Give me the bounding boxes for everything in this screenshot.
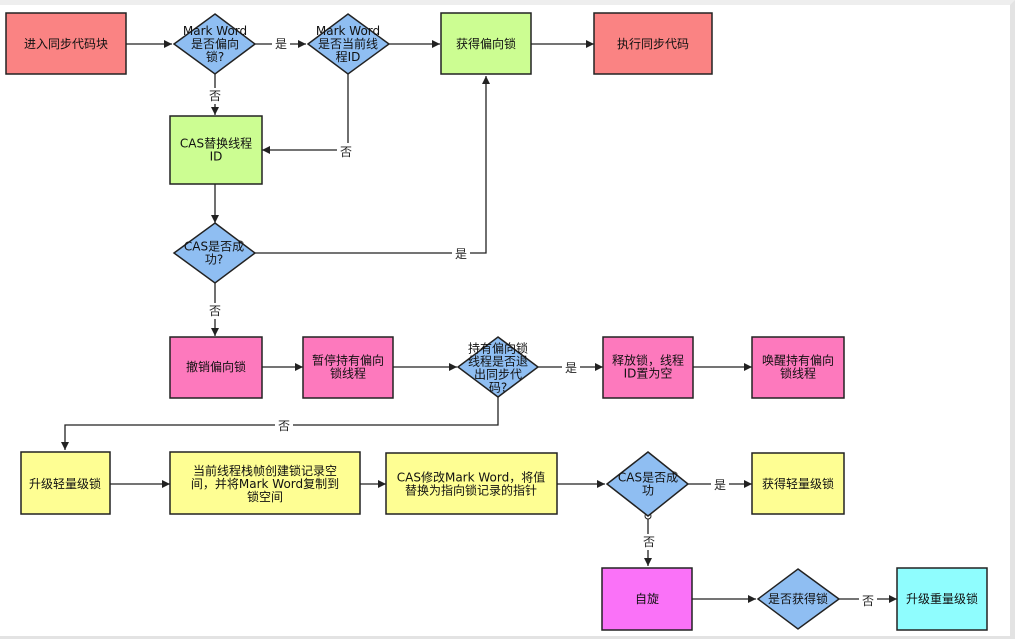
nodes	[5, 12, 988, 631]
label-line: 间，并将Mark Word复制到	[191, 477, 339, 491]
label-pause: 暂停持有偏向锁线程	[312, 353, 384, 381]
node-decision-thread-exited[interactable]	[456, 336, 540, 398]
edge-label-no-get: 否	[862, 594, 874, 608]
edge-label-yes-thread: 是	[275, 37, 287, 51]
label-line: CAS是否成	[618, 471, 678, 485]
label-line: 码?	[489, 381, 507, 395]
edge-label-yes-exit: 是	[565, 361, 577, 375]
label-spin: 自旋	[635, 592, 659, 606]
label-line: 线程是否退	[468, 354, 528, 369]
node-decision-current-thread[interactable]	[306, 13, 391, 75]
label-create-record: 当前线程栈帧创建锁记录空间，并将Mark Word复制到锁空间	[191, 463, 339, 504]
node-spin[interactable]	[601, 567, 693, 631]
label-line: 锁线程	[330, 366, 366, 381]
node-release-lock[interactable]	[602, 336, 694, 399]
label-line: 功?	[205, 253, 223, 267]
label-line: ID置为空	[624, 367, 673, 381]
label-line: 唤醒持有偏向	[762, 353, 834, 368]
label-line: 功	[642, 484, 654, 498]
label-get-biased: 获得偏向锁	[456, 36, 516, 51]
edge-qcas1-to-getbiased	[255, 76, 490, 254]
label-line: 进入同步代码块	[24, 37, 108, 51]
label-line: 执行同步代码	[617, 37, 689, 51]
node-pause-holding-thread[interactable]	[302, 336, 394, 399]
label-line: 程ID	[336, 49, 361, 64]
node-decision-got-lock[interactable]	[756, 568, 841, 630]
label-line: 锁线程	[780, 366, 816, 381]
label-line: 是否当前线	[318, 36, 378, 51]
node-cas-modify-mark-word[interactable]	[385, 452, 558, 515]
label-get-light: 获得轻量级锁	[762, 476, 834, 491]
edge-label-no-thread: 否	[340, 145, 352, 159]
label-line: 锁?	[206, 49, 224, 64]
label-enter: 进入同步代码块	[24, 37, 108, 51]
node-decision-cas1[interactable]	[172, 222, 257, 284]
label-line: CAS是否成	[184, 240, 244, 254]
label-q-cas2: CAS是否成功	[618, 471, 678, 498]
label-upgrade-light: 升级轻量级锁	[29, 476, 101, 491]
label-line: 释放锁，线程	[612, 353, 684, 368]
label-line: 升级重量级锁	[906, 591, 978, 606]
edge-thread-to-casreplace	[262, 73, 349, 154]
edge-label-yes-cas2: 是	[714, 478, 726, 492]
label-line: 自旋	[635, 592, 659, 606]
label-line: ID	[210, 150, 223, 164]
node-revoke-biased-lock[interactable]	[169, 336, 263, 399]
node-decision-biased[interactable]	[172, 13, 257, 75]
label-line: 获得轻量级锁	[762, 476, 834, 491]
edge-label-no-exit: 否	[278, 419, 290, 433]
label-line: 是否获得锁	[768, 591, 828, 606]
label-cas-modify: CAS修改Mark Word，将值替换为指向锁记录的指针	[397, 470, 545, 498]
edge-label-no-cas2: 否	[643, 535, 655, 549]
label-line: 当前线程栈帧创建锁记录空	[193, 463, 337, 478]
label-line: 替换为指向锁记录的指针	[405, 483, 537, 498]
label-line: 出同步代	[474, 368, 522, 382]
label-line: Mark Word	[183, 24, 247, 38]
label-line: 是否偏向	[191, 36, 239, 51]
label-upgrade-heavy: 升级重量级锁	[906, 591, 978, 606]
label-exec: 执行同步代码	[617, 37, 689, 51]
edge-label-no-biased: 否	[209, 89, 221, 103]
label-line: CAS替换线程	[180, 136, 252, 151]
label-q-get: 是否获得锁	[768, 591, 828, 606]
label-line: 锁空间	[247, 489, 283, 504]
edge-labels: 是 否 否 是 否 是 否 是 否 否	[206, 35, 877, 608]
label-revoke: 撤销偏向锁	[186, 359, 246, 374]
label-line: 获得偏向锁	[456, 36, 516, 51]
label-q-cas1: CAS是否成功?	[184, 240, 244, 267]
node-enter-sync-block[interactable]	[5, 12, 127, 75]
node-get-biased-lock[interactable]	[440, 12, 532, 75]
node-create-lock-record[interactable]	[169, 451, 361, 515]
edge-label-no-cas1: 否	[209, 304, 221, 318]
node-wake-holding-thread[interactable]	[751, 336, 845, 399]
label-line: CAS修改Mark Word，将值	[397, 470, 545, 485]
node-exec-sync-code[interactable]	[593, 12, 713, 75]
label-line: 持有偏向锁	[468, 341, 528, 356]
label-q-exit: 持有偏向锁线程是否退出同步代码?	[468, 341, 528, 395]
label-line: 暂停持有偏向	[312, 353, 384, 368]
label-line: Mark Word	[316, 24, 380, 38]
label-wake: 唤醒持有偏向锁线程	[762, 353, 834, 381]
node-cas-replace-thread-id[interactable]	[169, 115, 263, 185]
label-line: 撤销偏向锁	[186, 359, 246, 374]
edge-label-yes-cas1: 是	[455, 247, 467, 261]
node-upgrade-heavyweight[interactable]	[896, 567, 988, 631]
node-get-lightweight-lock[interactable]	[751, 452, 845, 515]
node-upgrade-lightweight[interactable]	[20, 451, 111, 515]
node-decision-cas2[interactable]	[605, 451, 690, 517]
label-line: 升级轻量级锁	[29, 476, 101, 491]
